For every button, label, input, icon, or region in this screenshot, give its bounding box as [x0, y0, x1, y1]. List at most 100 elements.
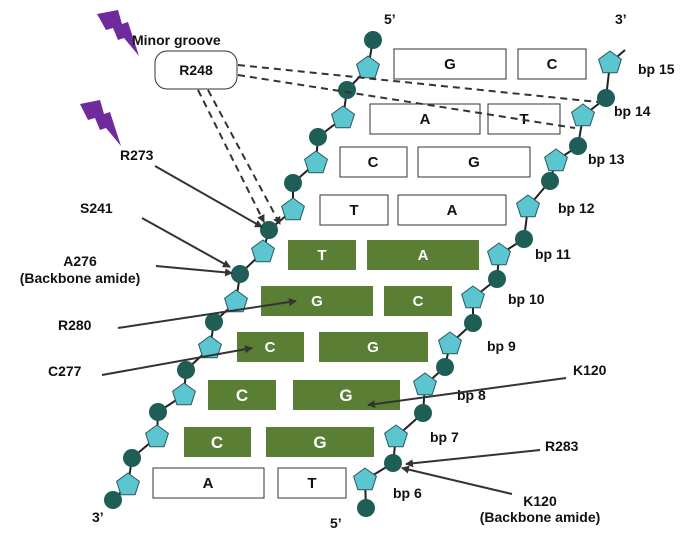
a276-sublabel: (Backbone amide)	[20, 270, 141, 286]
phosphate-circle	[260, 221, 278, 239]
r283-label: R283	[545, 438, 579, 454]
bp9-right-base-box	[319, 332, 428, 362]
sugar-pentagon	[353, 467, 377, 491]
phosphate-circle	[177, 361, 195, 379]
bp10-right-base-box	[384, 286, 452, 316]
bp11-left-base-box	[288, 240, 356, 270]
r280-label: R280	[58, 317, 92, 333]
strand-3prime-bottom: 3’	[92, 509, 104, 525]
bp7-label: bp 7	[430, 429, 459, 445]
bp12-label: bp 12	[558, 200, 595, 216]
sugar-pentagon	[516, 194, 540, 218]
sugar-pentagon	[304, 150, 328, 174]
bp10-right-base: C	[413, 293, 424, 310]
bp11-left-base: T	[317, 247, 326, 264]
c277-label: C277	[48, 363, 82, 379]
r248-contact-dash	[197, 89, 265, 223]
strand-5prime-top: 5’	[384, 11, 396, 27]
bp9-label: bp 9	[487, 338, 516, 354]
phosphate-circle	[515, 230, 533, 248]
bp15-left-base-box	[393, 48, 507, 80]
sugar-pentagon	[356, 55, 380, 79]
lightning-bolt-icon-middle	[80, 100, 121, 146]
bp14-label: bp 14	[614, 103, 651, 119]
phosphate-circle	[384, 454, 402, 472]
bp6-right-base-box	[277, 467, 347, 499]
k120-top-label: K120	[573, 362, 607, 378]
r248-contact-dash	[237, 74, 576, 129]
s241-arrow	[141, 217, 231, 268]
bp7-left-base-box	[184, 427, 251, 457]
sugar-pentagon	[172, 382, 196, 406]
bp11-label: bp 11	[535, 246, 571, 262]
phosphate-circle	[149, 403, 167, 421]
r283-arrow	[405, 449, 541, 468]
phosphate-circle	[338, 81, 356, 99]
phosphate-circle	[569, 137, 587, 155]
bp8-right-base-box	[293, 380, 400, 410]
r248-contact-dash	[207, 89, 281, 225]
sugar-pentagon	[598, 50, 622, 74]
bp12-right-base-box	[397, 194, 507, 226]
sugar-pentagon	[571, 103, 595, 127]
k120-bottom-arrow	[401, 465, 513, 495]
bp15-left-base: G	[444, 56, 456, 73]
k120-bottom-label: K120	[523, 493, 557, 509]
bp13-right-base-box	[417, 146, 531, 178]
sugar-pentagon	[145, 424, 169, 448]
phosphate-circle	[123, 449, 141, 467]
bp8-right-base: G	[339, 386, 352, 405]
strand-5prime-bottom: 5’	[330, 515, 342, 531]
bp15-right-base: C	[547, 56, 558, 73]
sugar-pentagon	[331, 105, 355, 129]
phosphate-circle	[104, 491, 122, 509]
r248-contact-dash	[237, 64, 599, 103]
sugar-pentagon	[487, 242, 511, 266]
sugar-pentagon	[461, 285, 485, 309]
phosphate-circle	[597, 89, 615, 107]
phosphate-circle	[284, 174, 302, 192]
c277-arrow	[101, 345, 253, 376]
bp11-right-base: A	[418, 247, 429, 264]
bp12-left-base: T	[349, 202, 358, 219]
phosphate-circle	[464, 314, 482, 332]
sugar-group	[116, 50, 622, 496]
bp8-left-base: C	[236, 386, 248, 405]
bp7-right-base-box	[266, 427, 374, 457]
phosphate-circle	[205, 313, 223, 331]
bp6-left-base-box	[152, 467, 265, 499]
phosphate-group	[104, 31, 615, 517]
phosphate-circle	[309, 128, 327, 146]
a276-label: A276	[63, 253, 97, 269]
phosphate-circle	[541, 172, 559, 190]
k120-top-arrow	[367, 377, 567, 409]
bp10-left-base-box	[261, 286, 373, 316]
bp14-left-base-box	[369, 103, 481, 135]
bp13-right-base: G	[468, 154, 480, 171]
r273-label: R273	[120, 147, 154, 163]
bp9-right-base: G	[367, 339, 379, 356]
bp7-right-base: G	[313, 433, 326, 452]
bp9-left-base: C	[265, 339, 276, 356]
k120-bottom-sublabel: (Backbone amide)	[480, 509, 601, 525]
phosphate-circle	[488, 270, 506, 288]
sugar-pentagon	[198, 335, 222, 359]
lightning-bolt-icon-top	[97, 10, 139, 56]
sugar-pentagon	[116, 472, 140, 496]
bp15-label: bp 15	[638, 61, 675, 77]
bp15-right-base-box	[517, 48, 587, 80]
r273-arrow	[154, 165, 263, 228]
a276-arrow	[155, 265, 233, 277]
sugar-pentagon	[384, 424, 408, 448]
sugar-pentagon	[281, 197, 305, 221]
sugar-pentagon	[251, 239, 275, 263]
s241-label: S241	[80, 200, 113, 216]
bp12-right-base: A	[447, 202, 458, 219]
bp11-right-base-box	[367, 240, 479, 270]
bp13-label: bp 13	[588, 151, 625, 167]
bp10-left-base: G	[311, 293, 323, 310]
sugar-pentagon	[544, 148, 568, 172]
bp10-label: bp 10	[508, 291, 545, 307]
phosphate-circle	[436, 358, 454, 376]
bp6-label: bp 6	[393, 485, 422, 501]
